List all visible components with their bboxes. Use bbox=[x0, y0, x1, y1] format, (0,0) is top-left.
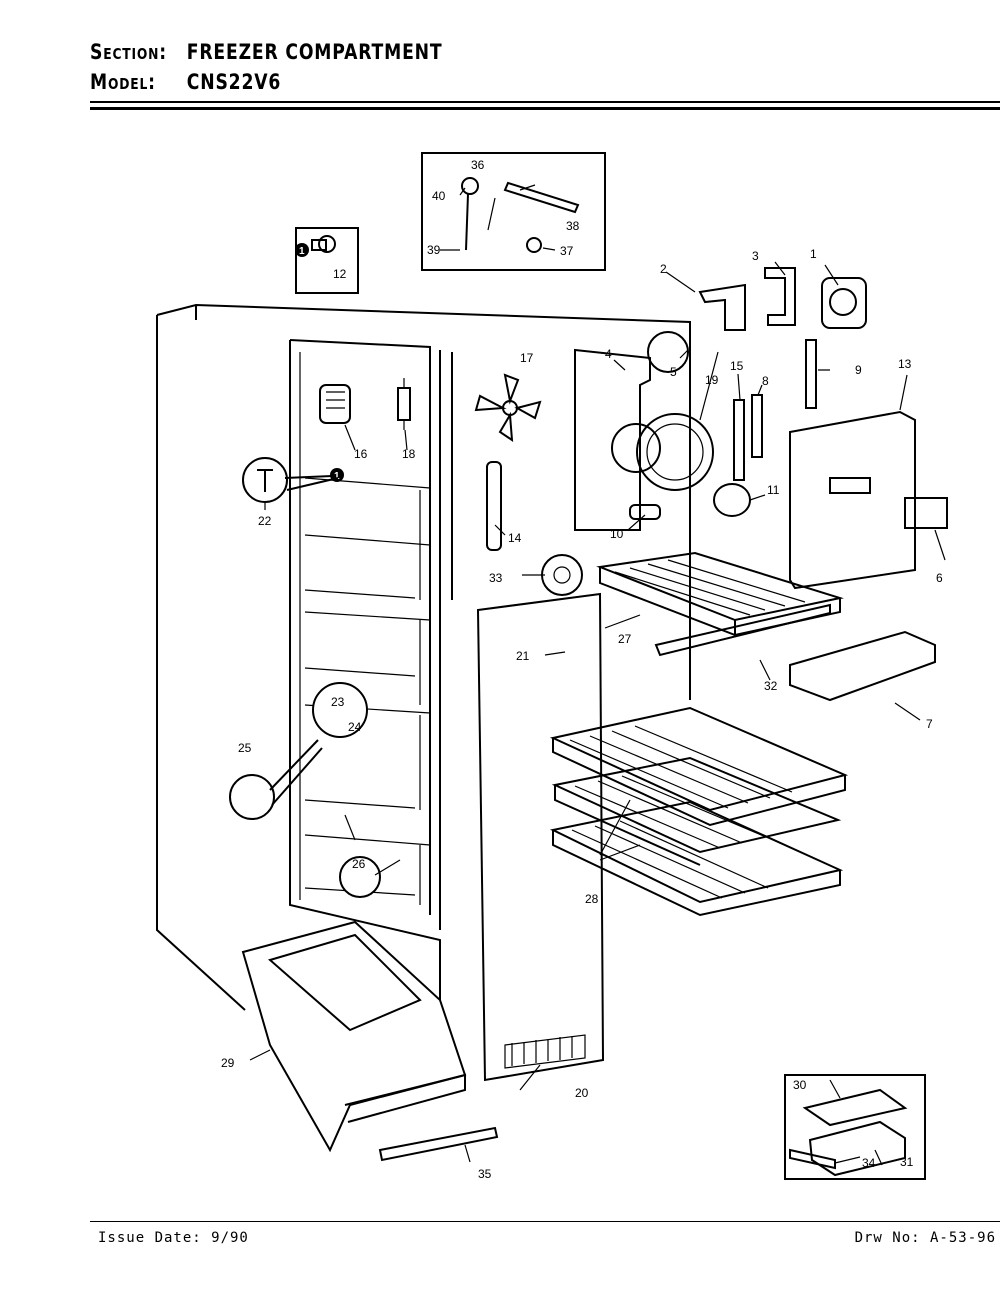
fan-motor-part-19 bbox=[611, 413, 714, 491]
callout-30: 30 bbox=[793, 1078, 807, 1092]
callout-17: 17 bbox=[520, 351, 534, 365]
callout-28: 28 bbox=[585, 892, 599, 906]
defrost-timer-part-18 bbox=[397, 378, 411, 430]
strip-part-9 bbox=[805, 339, 817, 409]
callout-3: 3 bbox=[752, 249, 759, 263]
knob-part-33 bbox=[541, 554, 583, 596]
callout-36: 36 bbox=[471, 158, 485, 172]
callout-11: 11 bbox=[767, 483, 780, 497]
inset-box-hardware bbox=[421, 152, 606, 271]
callout-27: 27 bbox=[618, 632, 632, 646]
shelf-rail-part-32 bbox=[654, 603, 831, 657]
motor-mount-part-5 bbox=[647, 331, 689, 373]
panel-window bbox=[829, 477, 871, 494]
callout-18: 18 bbox=[402, 447, 416, 461]
section-line: Section: FREEZER COMPARTMENT bbox=[90, 40, 442, 64]
wire-shelves-part-28 bbox=[549, 706, 849, 917]
strip-part-8 bbox=[751, 394, 763, 458]
callout-12: 12 bbox=[333, 267, 347, 281]
callout-1: 1 bbox=[810, 247, 817, 261]
drawing-number: Drw No: A-53-96 bbox=[854, 1230, 996, 1246]
model-number: CNS22V6 bbox=[186, 70, 282, 94]
lens-part-6 bbox=[904, 497, 948, 529]
callout-35: 35 bbox=[478, 1167, 492, 1181]
bracket-part-2 bbox=[698, 283, 746, 331]
badge-number-2: 1 bbox=[334, 471, 340, 482]
top-shelf-part-27 bbox=[596, 551, 844, 637]
model-line: Model: CNS22V6 bbox=[90, 70, 281, 94]
callout-31: 31 bbox=[900, 1155, 914, 1169]
callout-7: 7 bbox=[926, 717, 933, 731]
strip-part-15 bbox=[733, 399, 745, 481]
light-bulb-part-11 bbox=[713, 483, 751, 517]
section-key: Section: bbox=[90, 40, 168, 64]
callout-2: 2 bbox=[660, 262, 667, 276]
rear-panel-part-13 bbox=[789, 410, 916, 590]
callout-22: 22 bbox=[258, 514, 272, 528]
callout-26: 26 bbox=[352, 857, 366, 871]
callout-24: 24 bbox=[348, 720, 362, 734]
callout-5: 5 bbox=[670, 365, 677, 379]
inset-box-thermostat bbox=[295, 227, 359, 294]
cabinet bbox=[156, 303, 691, 1011]
callout-8: 8 bbox=[762, 374, 769, 388]
callout-32: 32 bbox=[764, 679, 778, 693]
callout-37: 37 bbox=[560, 244, 574, 258]
callout-10: 10 bbox=[610, 527, 624, 541]
footer-rule bbox=[90, 1221, 1000, 1222]
basket-part-7 bbox=[789, 630, 936, 702]
callout-40: 40 bbox=[432, 189, 446, 203]
bracket-part-3 bbox=[764, 267, 796, 326]
callout-16: 16 bbox=[354, 447, 368, 461]
inset-box-ice-tray bbox=[784, 1074, 926, 1180]
callout-15: 15 bbox=[730, 359, 744, 373]
air-duct-part-14 bbox=[486, 461, 502, 551]
callout-14: 14 bbox=[508, 531, 522, 545]
ice-tray-part-30 bbox=[802, 1088, 908, 1127]
hardware-details bbox=[311, 177, 580, 253]
evaporator-cover-part-4 bbox=[574, 348, 651, 531]
divider-panel-part-20 bbox=[476, 592, 605, 1082]
fan-blade-part-17 bbox=[474, 373, 542, 442]
callout-23: 23 bbox=[331, 695, 345, 709]
callout-33: 33 bbox=[489, 571, 503, 585]
callout-20: 20 bbox=[575, 1086, 589, 1100]
callout-25: 25 bbox=[238, 741, 252, 755]
callout-4: 4 bbox=[605, 347, 612, 361]
callout-9: 9 bbox=[855, 363, 862, 377]
crisper-pan-part-29 bbox=[241, 920, 467, 1153]
callout-13: 13 bbox=[898, 357, 912, 371]
callout-6: 6 bbox=[936, 571, 943, 585]
badge-number: 1 bbox=[299, 246, 305, 257]
callout-19: 19 bbox=[705, 373, 719, 387]
model-key: Model: bbox=[90, 70, 156, 94]
section-title: FREEZER COMPARTMENT bbox=[186, 40, 443, 64]
leader-lines bbox=[249, 184, 946, 1166]
callout-34: 34 bbox=[862, 1156, 876, 1170]
light-housing-part-1 bbox=[821, 277, 867, 329]
callout-38: 38 bbox=[566, 219, 580, 233]
strip-part-35 bbox=[378, 1126, 499, 1162]
header-rule-bottom bbox=[90, 107, 1000, 110]
thermostat-part-16 bbox=[319, 384, 351, 424]
badge-circle bbox=[295, 243, 309, 257]
header-rule-top bbox=[90, 101, 1000, 103]
callout-29: 29 bbox=[221, 1056, 235, 1070]
callout-21: 21 bbox=[516, 649, 530, 663]
callout-39: 39 bbox=[427, 243, 441, 257]
strip-part-34 bbox=[789, 1148, 836, 1170]
ice-bin-part-31 bbox=[808, 1120, 906, 1177]
issue-date: Issue Date: 9/90 bbox=[98, 1230, 249, 1246]
detail-circles bbox=[229, 243, 381, 898]
light-socket-part-10 bbox=[629, 504, 661, 520]
